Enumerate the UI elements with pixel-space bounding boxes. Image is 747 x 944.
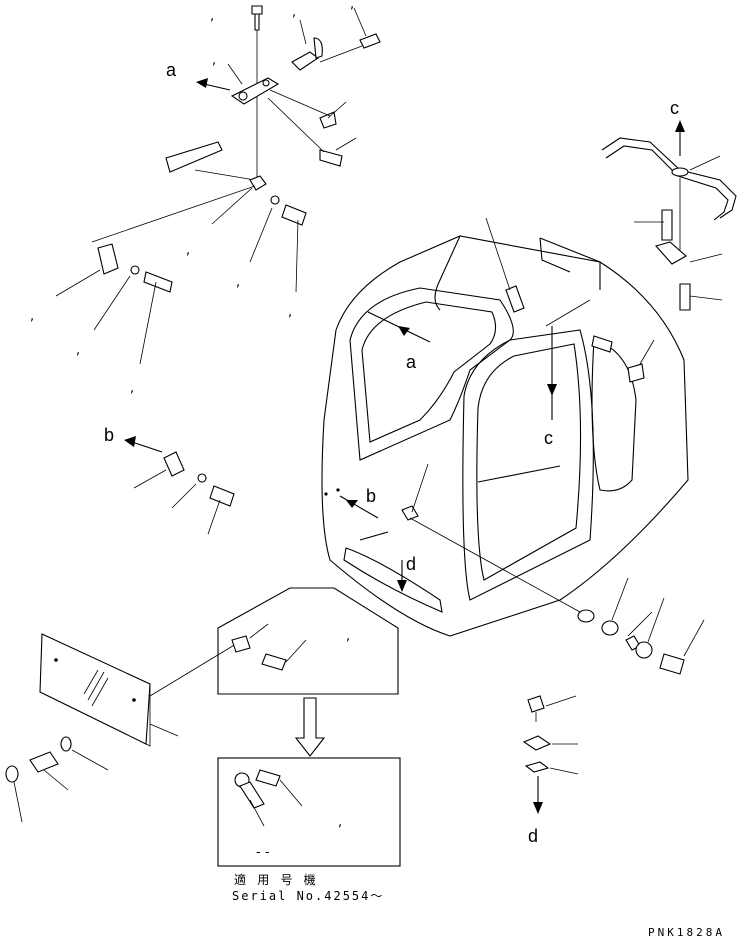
svg-text:,: , <box>346 629 350 644</box>
applicability-jp: 適 用 号 機 <box>234 872 318 887</box>
svg-text:,: , <box>186 243 190 258</box>
drawing-code: PNK1828A <box>648 926 725 939</box>
detail-box-old: , <box>217 587 399 757</box>
label-a-top: a <box>166 60 177 80</box>
svg-text:,: , <box>212 53 216 68</box>
wire-assembly <box>601 120 737 311</box>
label-d-cab: d <box>406 554 416 574</box>
dash-mark: - - <box>256 845 270 860</box>
svg-text:,: , <box>350 0 354 12</box>
label-c-top: c <box>670 98 679 118</box>
label-d-bottom: d <box>528 826 538 846</box>
label-b-left: b <box>104 425 114 445</box>
svg-text:,: , <box>288 305 292 320</box>
svg-text:,: , <box>236 275 240 290</box>
detail-box-new: , - - <box>217 757 401 867</box>
upper-hinge-assembly: , , , , , , , , , , <box>30 0 381 396</box>
svg-text:,: , <box>76 343 80 358</box>
small-parts-d <box>522 695 579 814</box>
label-b-cab: b <box>366 486 376 506</box>
door-lock-parts <box>577 577 705 675</box>
glass-panel <box>5 633 237 823</box>
svg-text:,: , <box>292 5 296 20</box>
svg-text:,: , <box>338 815 342 830</box>
label-a-cab: a <box>406 352 417 372</box>
cab-body <box>321 217 689 637</box>
lower-hinge-assembly <box>124 436 235 535</box>
label-c-cab: c <box>544 428 553 448</box>
applicability-serial: Serial No.42554～ <box>232 889 384 903</box>
svg-text:,: , <box>130 381 134 396</box>
svg-text:,: , <box>30 309 34 324</box>
svg-text:,: , <box>210 9 214 24</box>
